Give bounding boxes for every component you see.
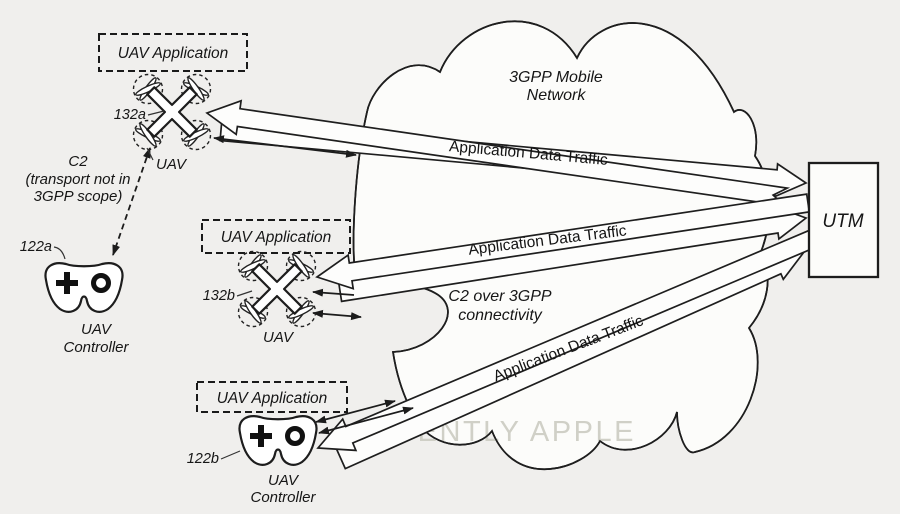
uav1-label: UAV [156,156,188,173]
uav-application-label-1: UAV Application [118,45,229,62]
controller2-label-line1: UAV [268,472,300,489]
c2-transport-note-line2: (transport not in [25,171,130,188]
uav-application-label-3: UAV Application [217,390,328,407]
c2-transport-note-line3: 3GPP scope) [34,188,123,205]
ref-122a: 122a [20,239,52,255]
c2-over-3gpp-line2: connectivity [458,307,543,324]
controller1-label-line2: Controller [63,339,129,356]
controller2-label-line2: Controller [250,489,316,506]
cloud-name-line2: Network [527,87,587,104]
uav-application-label-2: UAV Application [221,229,332,246]
c2-transport-note-line1: C2 [68,153,88,170]
ref-132b: 132b [203,288,235,304]
utm-label: UTM [822,211,863,232]
cloud-name-line1: 3GPP Mobile [509,69,603,86]
ref-122b: 122b [187,451,219,467]
c2-over-3gpp-line1: C2 over 3GPP [448,288,551,305]
controller1-label-line1: UAV [81,321,113,338]
uav2-label: UAV [263,329,295,346]
ref-132a: 132a [114,107,146,123]
